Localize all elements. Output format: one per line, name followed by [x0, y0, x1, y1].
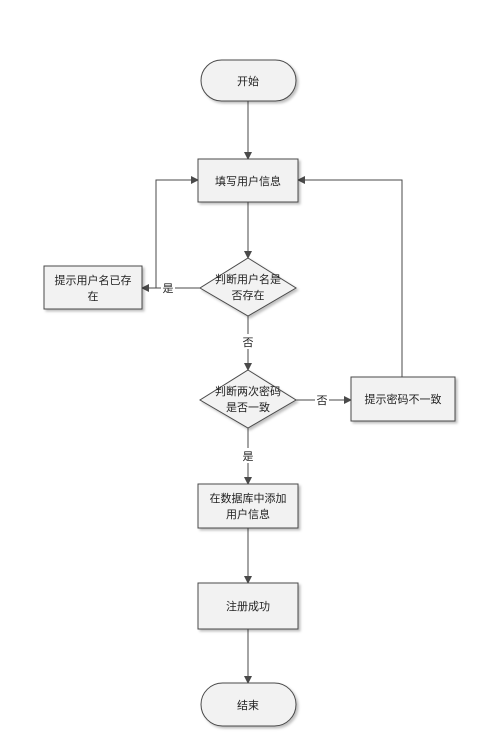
- name-exists-line1: 提示用户名已存: [55, 273, 132, 287]
- edge-labels: 是 否 否 是: [161, 280, 329, 463]
- start-label: 开始: [237, 74, 259, 88]
- label-no-name-exists: 否: [243, 336, 254, 349]
- fill-info-label: 填写用户信息: [215, 174, 281, 188]
- check-username-line1: 判断用户名是: [215, 272, 281, 286]
- end-label: 结束: [237, 699, 259, 712]
- register-success-label: 注册成功: [226, 599, 270, 613]
- label-yes-name-exists: 是: [163, 282, 174, 295]
- password-mismatch-node: 提示密码不一致: [350, 376, 456, 422]
- name-exists-node: 提示用户名已存 在: [43, 265, 143, 310]
- end-node: 结束: [200, 682, 297, 727]
- name-exists-line2: 在: [88, 290, 99, 303]
- check-password-line2: 是否一致: [226, 400, 270, 414]
- add-db-line2: 用户信息: [226, 507, 270, 521]
- check-password-line1: 判断两次密码: [215, 384, 281, 398]
- check-password-decision: 判断两次密码 是否一致: [199, 369, 297, 429]
- label-yes-pwd-match: 是: [243, 450, 254, 463]
- password-mismatch-label: 提示密码不一致: [365, 392, 442, 406]
- fill-info-node: 填写用户信息: [197, 158, 299, 203]
- start-node: 开始: [200, 59, 297, 102]
- check-username-line2: 否存在: [232, 288, 265, 302]
- label-no-pwd-match: 否: [317, 394, 328, 407]
- add-db-line1: 在数据库中添加: [210, 491, 287, 505]
- register-success-node: 注册成功: [197, 582, 299, 630]
- arrow-exists-back-to-fill: [155, 176, 199, 288]
- add-to-database-node: 在数据库中添加 用户信息: [197, 483, 299, 529]
- check-username-decision: 判断用户名是 否存在: [199, 257, 297, 317]
- arrow-mismatch-back-to-fill: [297, 176, 403, 377]
